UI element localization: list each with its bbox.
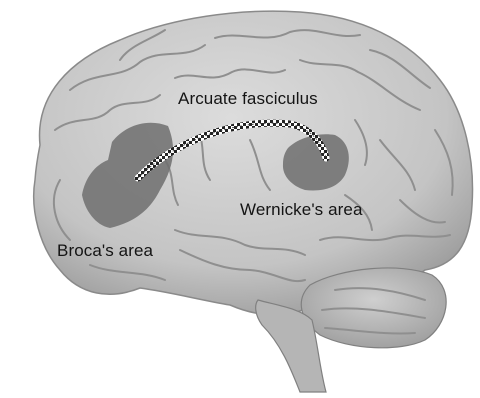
brocas-area-label: Broca's area [57, 241, 153, 261]
cerebellum-shape [301, 268, 446, 348]
arcuate-fasciculus-label: Arcuate fasciculus [178, 89, 318, 109]
wernickes-area-label: Wernicke's area [240, 200, 363, 220]
